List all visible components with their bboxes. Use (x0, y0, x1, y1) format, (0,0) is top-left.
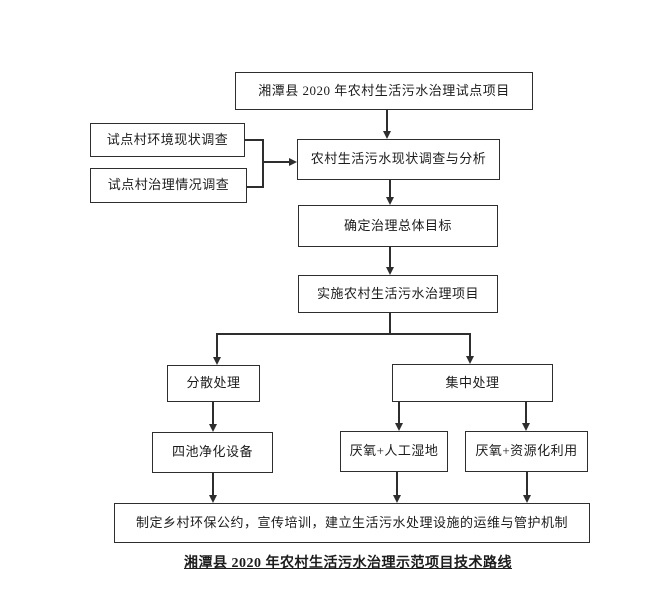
node-label: 实施农村生活污水治理项目 (316, 285, 479, 301)
node-label: 湘潭县 2020 年农村生活污水治理试点项目 (258, 82, 510, 98)
arrowhead-down-icon (385, 197, 394, 205)
connector-line (526, 472, 528, 497)
arrowhead-right-icon (289, 157, 297, 166)
connector-line (212, 402, 214, 426)
connector-line (525, 402, 527, 425)
node-centralized-treatment: 集中处理 (392, 364, 553, 402)
arrowhead-down-icon (392, 495, 401, 503)
connector-line (263, 161, 291, 163)
node-pilot-project: 湘潭县 2020 年农村生活污水治理试点项目 (235, 72, 533, 110)
node-label: 分散处理 (186, 375, 241, 391)
connector-line (396, 472, 398, 497)
arrowhead-down-icon (522, 495, 531, 503)
arrowhead-down-icon (521, 423, 530, 431)
arrowhead-down-icon (208, 424, 217, 432)
arrowhead-down-icon (212, 357, 221, 365)
node-anaerobic-wetland: 厌氧+人工湿地 (340, 431, 448, 472)
diagram-caption: 湘潭县 2020 年农村生活污水治理示范项目技术路线 (184, 556, 512, 571)
node-label: 试点村治理情况调查 (107, 177, 230, 193)
node-four-pond-equipment: 四池净化设备 (152, 432, 273, 473)
connector-line (247, 186, 264, 188)
connector-line (386, 110, 388, 133)
connector-line (389, 180, 391, 199)
node-env-survey: 试点村环境现状调查 (90, 123, 245, 157)
arrowhead-down-icon (208, 495, 217, 503)
node-label: 农村生活污水现状调查与分析 (310, 151, 487, 167)
node-label: 确定治理总体目标 (343, 217, 452, 233)
connector-line (216, 334, 218, 359)
node-label: 集中处理 (445, 374, 500, 390)
connector-line (245, 139, 264, 141)
node-overall-goal: 确定治理总体目标 (298, 205, 498, 247)
arrowhead-down-icon (382, 131, 391, 139)
connector-line (216, 333, 471, 335)
node-decentralized-treatment: 分散处理 (167, 365, 260, 402)
node-label: 试点村环境现状调查 (106, 131, 229, 147)
node-label: 厌氧+人工湿地 (349, 443, 439, 459)
connector-line (262, 139, 264, 188)
connector-line (469, 334, 471, 358)
connector-line (212, 473, 214, 497)
node-label: 厌氧+资源化利用 (475, 443, 578, 459)
node-treatment-survey: 试点村治理情况调查 (90, 168, 247, 203)
arrowhead-down-icon (385, 267, 394, 275)
node-label: 四池净化设备 (171, 444, 253, 460)
connector-line (398, 402, 400, 425)
node-status-analysis: 农村生活污水现状调查与分析 (297, 139, 500, 180)
arrowhead-down-icon (465, 356, 474, 364)
node-maintenance-mechanism: 制定乡村环保公约，宣传培训，建立生活污水处理设施的运维与管护机制 (114, 503, 590, 543)
connector-line (389, 313, 391, 335)
node-implement-project: 实施农村生活污水治理项目 (298, 275, 498, 313)
connector-line (389, 247, 391, 269)
node-label: 制定乡村环保公约，宣传培训，建立生活污水处理设施的运维与管护机制 (135, 514, 568, 530)
arrowhead-down-icon (394, 423, 403, 431)
node-anaerobic-resource: 厌氧+资源化利用 (465, 431, 588, 472)
